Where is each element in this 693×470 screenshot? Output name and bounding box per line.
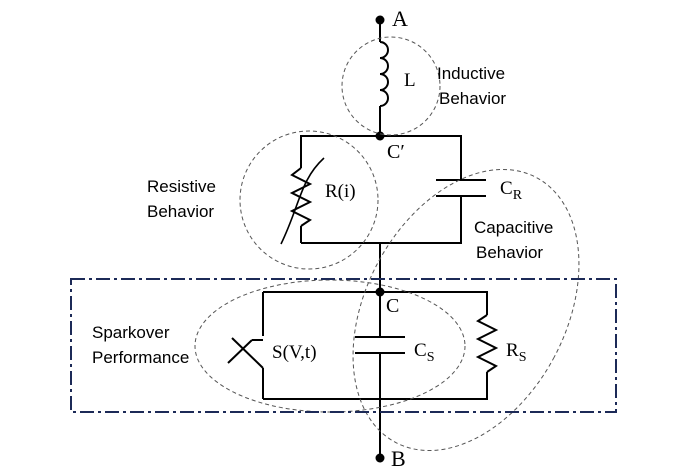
capacitor-cr-label: CR (500, 178, 523, 203)
node-a-dot (375, 15, 385, 25)
resistive-label-line2: Behavior (147, 202, 214, 221)
capacitive-label-line1: Capacitive (474, 218, 553, 237)
switch-blade (231, 337, 264, 369)
resistive-boundary (239, 130, 379, 270)
inductive-label-line2: Behavior (439, 89, 506, 108)
capacitor-cs-label: CS (414, 340, 434, 365)
node-c-dot (375, 287, 385, 297)
inductor-label: L (404, 70, 416, 91)
resistor-ri-nonlinear-curve (280, 157, 325, 245)
sparkover-label-line2: Performance (92, 348, 189, 367)
switch-arrow-shaft (227, 339, 253, 364)
inductive-label-line1: Inductive (437, 64, 505, 83)
node-a-label: A (392, 6, 408, 31)
sparkover-label-line1: Sparkover (92, 323, 170, 342)
resistor-rs-label: RS (506, 340, 526, 365)
inductive-boundary (341, 36, 441, 136)
resistive-label-line1: Resistive (147, 177, 216, 196)
wire-upper-block-bottom (301, 196, 462, 244)
node-b-label: B (391, 446, 406, 470)
inductor-coil (379, 41, 389, 107)
sparkover-dashdot-box (70, 278, 617, 413)
capacitive-boundary (352, 168, 580, 452)
node-c-label: C (386, 295, 399, 317)
resistor-rs-zigzag (475, 314, 499, 373)
node-b-dot (375, 453, 385, 463)
resistor-ri-label: R(i) (325, 181, 356, 202)
switch-label: S(V,t) (272, 342, 317, 363)
node-c-prime-label: C′ (387, 141, 405, 163)
capacitive-label-line2: Behavior (476, 243, 543, 262)
wire-lower-block-bottom (263, 372, 488, 400)
wire-lower-block-top (263, 291, 488, 315)
resistor-ri-zigzag (289, 167, 313, 227)
